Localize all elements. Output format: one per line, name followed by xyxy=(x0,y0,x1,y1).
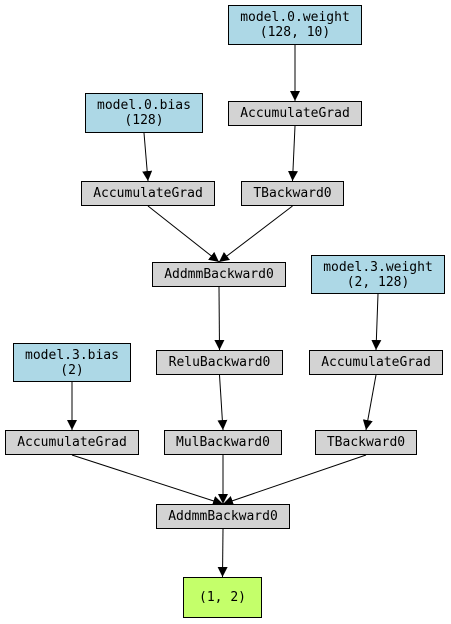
param-name: model.3.bias xyxy=(25,347,119,363)
edge-acc_w3-to-t3 xyxy=(362,374,377,431)
param-shape: (2, 128) xyxy=(346,274,410,290)
accumulate-grad-node-model-0-bias: AccumulateGrad xyxy=(81,181,215,206)
addmm-backward-node-layer-0: AddmmBackward0 xyxy=(152,262,286,287)
tbackward-node-model-3: TBackward0 xyxy=(315,430,417,455)
output-tensor-node: (1, 2) xyxy=(183,577,262,618)
accumulate-grad-node-model-0-weight: AccumulateGrad xyxy=(228,101,362,126)
op-label: AccumulateGrad xyxy=(240,106,350,121)
addmm-backward-node-layer-3: AddmmBackward0 xyxy=(156,504,290,529)
param-name: model.3.weight xyxy=(323,259,433,275)
edge-b0-to-acc_b0 xyxy=(142,132,153,182)
op-label: MulBackward0 xyxy=(176,435,270,450)
param-shape: (2) xyxy=(60,362,84,378)
edge-t0-to-addmm0 xyxy=(218,205,293,263)
op-label: TBackward0 xyxy=(253,186,332,201)
mul-backward-node: MulBackward0 xyxy=(164,430,282,455)
edge-addmm0-to-relu xyxy=(214,286,225,351)
edge-relu-to-mul xyxy=(217,374,228,431)
output-shape: (1, 2) xyxy=(199,590,246,605)
op-label: ReluBackward0 xyxy=(168,355,271,370)
edge-addmm1-to-output xyxy=(217,528,228,578)
op-label: AddmmBackward0 xyxy=(168,509,278,524)
accumulate-grad-node-model-3-bias: AccumulateGrad xyxy=(5,430,139,455)
param-shape: (128) xyxy=(124,113,164,128)
param-node-model-3-bias: model.3.bias (2) xyxy=(13,343,131,382)
edge-acc_b3-to-addmm1 xyxy=(71,454,224,506)
op-label: TBackward0 xyxy=(326,435,406,450)
accumulate-grad-node-model-3-weight: AccumulateGrad xyxy=(309,350,443,375)
edge-w3-to-acc_w3 xyxy=(371,293,382,351)
op-label: AccumulateGrad xyxy=(321,355,431,370)
relu-backward-node: ReluBackward0 xyxy=(156,350,283,375)
param-node-model-0-bias: model.0.bias (128) xyxy=(85,93,203,133)
op-label: AccumulateGrad xyxy=(17,435,127,450)
edge-acc_w0-to-t0 xyxy=(287,125,298,182)
param-shape: (128, 10) xyxy=(259,25,331,40)
param-name: model.0.bias xyxy=(97,98,191,113)
op-label: AddmmBackward0 xyxy=(164,267,274,282)
op-label: AccumulateGrad xyxy=(93,186,203,201)
edge-acc_b0-to-addmm0 xyxy=(147,205,220,263)
edge-t3-to-addmm1 xyxy=(222,454,367,506)
param-node-model-0-weight: model.0.weight (128, 10) xyxy=(228,5,362,45)
param-name: model.0.weight xyxy=(240,10,350,25)
param-node-model-3-weight: model.3.weight (2, 128) xyxy=(311,255,445,294)
tbackward-node-model-0: TBackward0 xyxy=(241,181,344,206)
